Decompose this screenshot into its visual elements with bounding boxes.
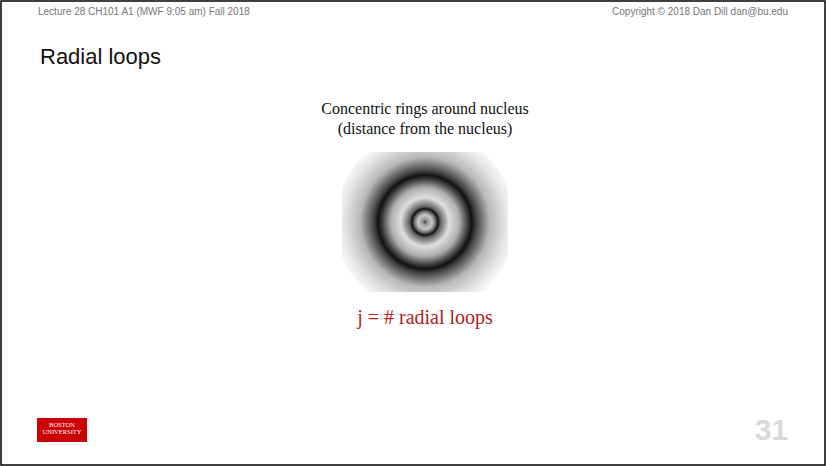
definition-text: j = # radial loops bbox=[357, 305, 493, 329]
copyright-text: Copyright © 2018 Dan Dill dan@bu.edu bbox=[612, 6, 788, 18]
slide-number: 31 bbox=[755, 412, 788, 448]
header-text: Lecture 28 CH101 A1 (MWF 9:05 am) Fall 2… bbox=[38, 6, 250, 18]
caption-line: Concentric rings around nucleus bbox=[321, 99, 529, 118]
radial-rings-image bbox=[342, 152, 508, 292]
slide-title: Radial loops bbox=[40, 44, 161, 70]
logo-text: BOSTON UNIVERSITY bbox=[39, 421, 85, 436]
logo-box bbox=[37, 418, 87, 442]
caption-line: (distance from the nucleus) bbox=[338, 119, 513, 138]
